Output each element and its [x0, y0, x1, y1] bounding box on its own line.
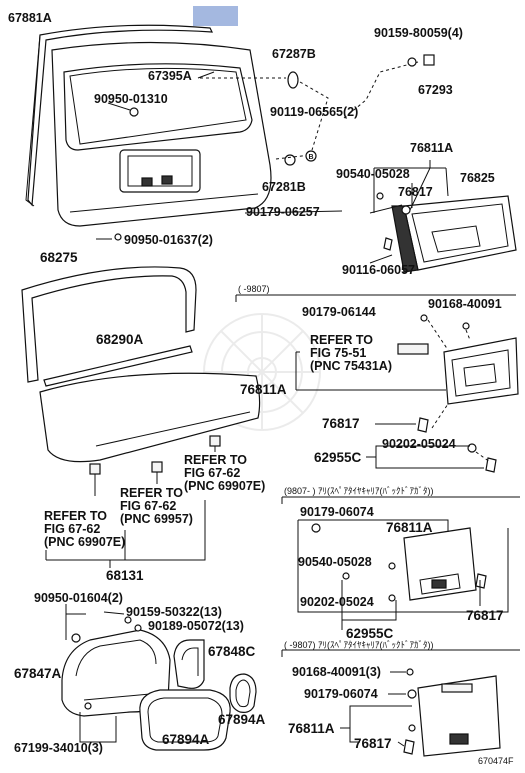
label-90950-01637: 90950-01637(2) [124, 233, 213, 247]
label-67293: 67293 [418, 83, 453, 97]
lamp-76811A-mid [295, 314, 519, 473]
label-fig-67-62-a: FIG 67-62 [184, 466, 240, 480]
label-62955C-low: 62955C [346, 626, 394, 641]
label-76817-low1: 76817 [466, 608, 504, 623]
label-67894A-small: 67894A [218, 712, 266, 727]
label-refer-to-3: REFER TO [120, 486, 183, 500]
label-90179-06144: 90179-06144 [302, 305, 376, 319]
label-90189-05072: 90189-05072(13) [148, 619, 244, 633]
lamp-76811A-top [369, 160, 517, 273]
label-90950-01604: 90950-01604(2) [34, 591, 123, 605]
label-68275: 68275 [40, 250, 78, 265]
label-90179-06074-b: 90179-06074 [304, 687, 378, 701]
label-76811A-low2: 76811A [288, 721, 335, 736]
label-range-top: ( -9807) [238, 284, 270, 294]
back-door-panel [25, 24, 299, 241]
label-range-9807-spare: (9807- ) ｱﾘ(ｽﾍﾟｱﾀｲﾔｷｬﾘｱ(ﾊﾞｯｸﾄﾞｱｶﾞﾀ)) [284, 486, 434, 496]
label-76811A-top: 76811A [410, 141, 453, 155]
label-90950-01310: 90950-01310 [94, 92, 168, 106]
label-67287B: 67287B [272, 47, 316, 61]
lamp-76811A-low2 [340, 668, 501, 757]
label-67881A: 67881A [8, 11, 52, 25]
label-90540-05028-top: 90540-05028 [336, 167, 410, 181]
label-fig-67-62-c: FIG 67-62 [44, 522, 100, 536]
strip-68290A [43, 345, 193, 387]
trim-board-68131 [39, 372, 261, 568]
label-76811A-low1: 76811A [386, 520, 433, 535]
seal-67894A-small [229, 673, 257, 713]
label-76825: 76825 [460, 171, 495, 185]
label-range-minus9807-spare: ( -9807) ｱﾘ(ｽﾍﾟｱﾀｲﾔｷｬﾘｱ(ﾊﾞｯｸﾄﾞｱｶﾞﾀ)) [284, 640, 434, 650]
label-67199-34010: 67199-34010(3) [14, 741, 103, 755]
label-67894A-large: 67894A [162, 732, 210, 747]
label-90119-06565: 90119-06565(2) [270, 105, 358, 119]
label-67848C: 67848C [208, 644, 256, 659]
label-90168-40091-3: 90168-40091(3) [292, 665, 381, 679]
label-pnc-69957: (PNC 69957) [120, 512, 193, 526]
label-fig-67-62-b: FIG 67-62 [120, 499, 176, 513]
label-62955C-mid: 62955C [314, 450, 362, 465]
label-figure-code: 670474F [478, 756, 514, 766]
clip-67293 [343, 54, 435, 119]
part-labels: 67881A 67287B 90159-80059(4) 67395A 6729… [8, 11, 514, 766]
watermark-emblem [203, 313, 321, 431]
label-90179-06257: 90179-06257 [246, 205, 320, 219]
label-68131: 68131 [106, 568, 144, 583]
label-pnc-69907E-b: (PNC 69907E) [44, 535, 125, 549]
label-90202-05024-mid: 90202-05024 [382, 437, 456, 451]
label-76817-top: 76817 [398, 185, 433, 199]
label-refer-to-1: REFER TO [310, 333, 373, 347]
svg-text:B: B [308, 154, 313, 161]
trim-68275 [21, 266, 197, 383]
label-76817-mid: 76817 [322, 416, 360, 431]
seal-67894A-large [139, 689, 231, 751]
label-90202-05024-low: 90202-05024 [300, 595, 374, 609]
label-fig-75-51: FIG 75-51 [310, 346, 366, 360]
label-67847A: 67847A [14, 666, 62, 681]
label-90540-05028-low: 90540-05028 [298, 555, 372, 569]
label-refer-to-4: REFER TO [44, 509, 107, 523]
label-90179-06074-a: 90179-06074 [300, 505, 374, 519]
label-pnc-69907E-a: (PNC 69907E) [184, 479, 265, 493]
label-pnc-75431A: (PNC 75431A) [310, 359, 392, 373]
label-90116-06057: 90116-06057 [342, 263, 415, 277]
label-68290A: 68290A [96, 332, 144, 347]
label-76811A-mid: 76811A [240, 382, 287, 397]
label-67281B: 67281B [262, 180, 306, 194]
label-90159-50322: 90159-50322(13) [126, 605, 222, 619]
lamp-76811A-low1 [297, 519, 509, 630]
label-67395A: 67395A [148, 69, 192, 83]
label-90159-80059: 90159-80059(4) [374, 26, 463, 40]
highlight-box [193, 6, 238, 26]
panel-67848C [173, 639, 205, 689]
label-90168-40091: 90168-40091 [428, 297, 502, 311]
label-refer-to-2: REFER TO [184, 453, 247, 467]
label-76817-low2: 76817 [354, 736, 392, 751]
